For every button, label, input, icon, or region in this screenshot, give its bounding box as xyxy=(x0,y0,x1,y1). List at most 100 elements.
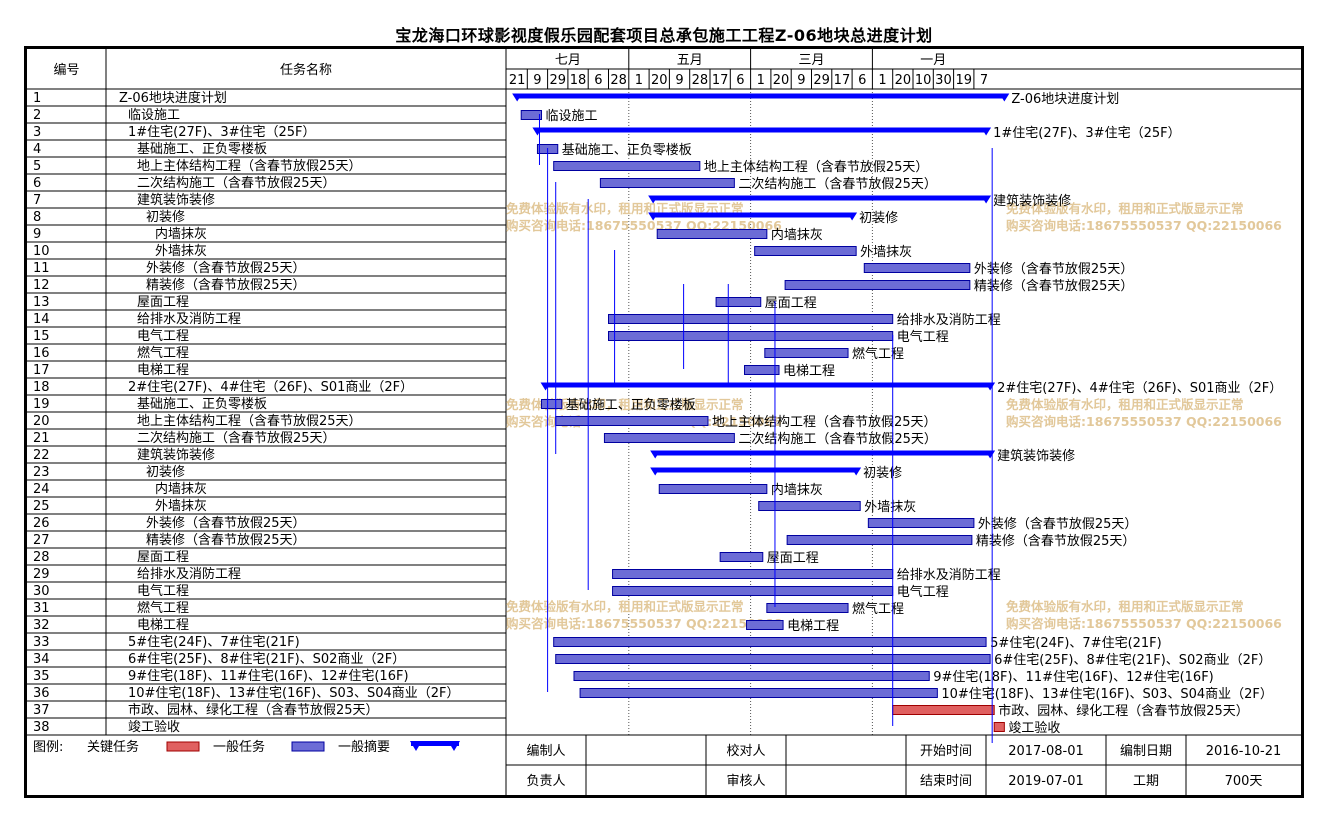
task-bar-label: 5#住宅(24F)、7#住宅(21F) xyxy=(990,636,1162,651)
timeline-quarter-label: 七月 xyxy=(555,53,581,68)
task-bar xyxy=(766,603,849,613)
task-bar-group: 给排水及消防工程 xyxy=(608,312,1001,328)
task-name: 1#住宅(27F)、3#住宅（25F） xyxy=(128,125,316,140)
summary-bar-end-cap xyxy=(981,127,992,136)
task-bar-group: 建筑装饰装修 xyxy=(650,448,1075,464)
task-bar-group: 1#住宅(27F)、3#住宅（25F） xyxy=(532,126,1181,141)
timeline-tick-label: 21 xyxy=(509,73,526,88)
legend-normal-label: 一般任务 xyxy=(213,739,265,755)
summary-bar-start-cap xyxy=(512,93,523,102)
task-name: 给排水及消防工程 xyxy=(137,311,241,327)
task-bar-group: 电气工程 xyxy=(608,329,949,345)
footer-row1-cell: 编制人 xyxy=(526,744,565,759)
task-bar-group: Z-06地块进度计划 xyxy=(512,91,1119,107)
task-name: 外墙抹灰 xyxy=(155,244,207,259)
legend-summary-swatch-cap xyxy=(448,741,460,751)
timeline-tick-label: 19 xyxy=(955,73,972,88)
timeline-tick-label: 20 xyxy=(895,73,912,88)
footer-row1-cell: 校对人 xyxy=(726,743,765,759)
task-bar xyxy=(764,348,849,358)
footer-row1-cell: 2016-10-21 xyxy=(1206,744,1282,759)
task-bar-label: 电气工程 xyxy=(897,329,949,345)
summary-bar-start-cap xyxy=(650,467,661,476)
task-id: 5 xyxy=(33,159,41,174)
task-bar-label: 1#住宅(27F)、3#住宅（25F） xyxy=(993,126,1181,141)
task-bar-group: 外墙抹灰 xyxy=(758,500,916,515)
task-id: 10 xyxy=(33,244,50,259)
task-bar xyxy=(608,314,894,324)
task-bar-label: 竣工验收 xyxy=(1008,720,1060,736)
task-name: 9#住宅(18F)、11#住宅(16F)、12#住宅(16F) xyxy=(128,669,409,684)
task-bar-group: 外墙抹灰 xyxy=(754,245,912,260)
task-bar-group: 10#住宅(18F)、13#住宅(16F)、S03、S04商业（2F） xyxy=(579,687,1273,702)
task-id: 7 xyxy=(33,193,41,208)
watermark-text: 免费体验版有水印，租用和正式版显示正常 xyxy=(1006,599,1244,614)
task-bar-group: 竣工验收 xyxy=(993,720,1060,736)
timeline-tick-label: 28 xyxy=(610,73,627,88)
task-bar-group: 电梯工程 xyxy=(746,619,839,634)
summary-bar-end-cap xyxy=(851,467,862,476)
task-bar-label: 电梯工程 xyxy=(787,619,839,634)
task-bar xyxy=(612,569,894,579)
task-bar-group: 精装修（含春节放假25天） xyxy=(786,533,1135,549)
task-id: 3 xyxy=(33,125,41,140)
task-bar-label: 地上主体结构工程（含春节放假25天） xyxy=(704,159,929,175)
legend-summary-label: 一般摘要 xyxy=(338,739,390,755)
task-bar-group: 外装修（含春节放假25天） xyxy=(863,261,1133,277)
task-bar-group: 内墙抹灰 xyxy=(656,227,823,243)
task-bar xyxy=(541,399,563,409)
task-bar-label: 屋面工程 xyxy=(767,551,819,566)
watermark-text: 购买咨询电话:18675550537 QQ:22150066 xyxy=(1006,414,1282,429)
task-bar xyxy=(867,518,975,528)
task-bar-label: Z-06地块进度计划 xyxy=(1011,91,1119,107)
watermark-text: 免费体验版有水印，租用和正式版显示正常 xyxy=(506,397,744,412)
task-bar-group: 二次结构施工（含春节放假25天） xyxy=(599,176,937,192)
task-name: 2#住宅(27F)、4#住宅（26F)、S01商业（2F） xyxy=(128,380,413,395)
timeline-quarter-label: 五月 xyxy=(677,53,703,68)
task-bar-label: 电梯工程 xyxy=(783,364,835,379)
task-name: Z-06地块进度计划 xyxy=(119,90,227,106)
summary-bar xyxy=(537,127,987,133)
summary-bar xyxy=(545,382,991,388)
task-name: 临设施工 xyxy=(128,108,180,123)
footer-row2-cell: 负责人 xyxy=(526,774,565,789)
task-name: 电气工程 xyxy=(137,328,189,344)
task-bar xyxy=(658,484,768,494)
task-bar-group: 精装修（含春节放假25天） xyxy=(784,278,1133,294)
task-name: 基础施工、正负零楼板 xyxy=(137,142,267,157)
task-id: 25 xyxy=(33,499,50,514)
task-bar-group: 基础施工、正负零楼板 xyxy=(541,398,696,413)
timeline-tick-label: 17 xyxy=(712,73,729,88)
footer-row1-cell: 2017-08-01 xyxy=(1008,744,1084,759)
legend-label: 图例: xyxy=(33,740,63,755)
task-bar xyxy=(573,671,930,681)
task-bar xyxy=(746,620,784,630)
task-bar xyxy=(553,637,987,647)
timeline-quarter-label: 一月 xyxy=(920,53,946,68)
task-name: 外装修（含春节放假25天） xyxy=(146,260,306,276)
footer-row2-cell: 2019-07-01 xyxy=(1008,774,1084,789)
task-name: 燃气工程 xyxy=(137,345,189,361)
timeline-tick-label: 20 xyxy=(773,73,790,88)
footer-row1-cell: 编制日期 xyxy=(1120,744,1172,759)
task-bar-label: 建筑装饰装修 xyxy=(997,448,1075,464)
task-id: 29 xyxy=(33,567,50,582)
task-name: 初装修 xyxy=(146,210,185,225)
task-bar-label: 2#住宅(27F)、4#住宅（26F)、S01商业（2F） xyxy=(997,381,1282,396)
task-bar-group: 屋面工程 xyxy=(719,551,819,566)
task-bar-label: 内墙抹灰 xyxy=(771,482,823,498)
task-id: 1 xyxy=(33,91,41,106)
task-bar xyxy=(555,654,991,664)
task-id: 24 xyxy=(33,482,50,497)
watermark-text: 购买咨询电话:18675550537 QQ:22150066 xyxy=(1006,616,1282,631)
task-bar-label: 燃气工程 xyxy=(852,346,904,362)
task-name: 外墙抹灰 xyxy=(155,499,207,514)
task-name: 屋面工程 xyxy=(137,550,189,565)
task-bar xyxy=(786,535,973,545)
legend-summary-swatch xyxy=(411,741,459,746)
task-bar-label: 建筑装饰装修 xyxy=(993,193,1071,209)
task-bar-label: 初装修 xyxy=(859,211,898,226)
task-id: 31 xyxy=(33,601,50,616)
task-id: 36 xyxy=(33,686,50,701)
